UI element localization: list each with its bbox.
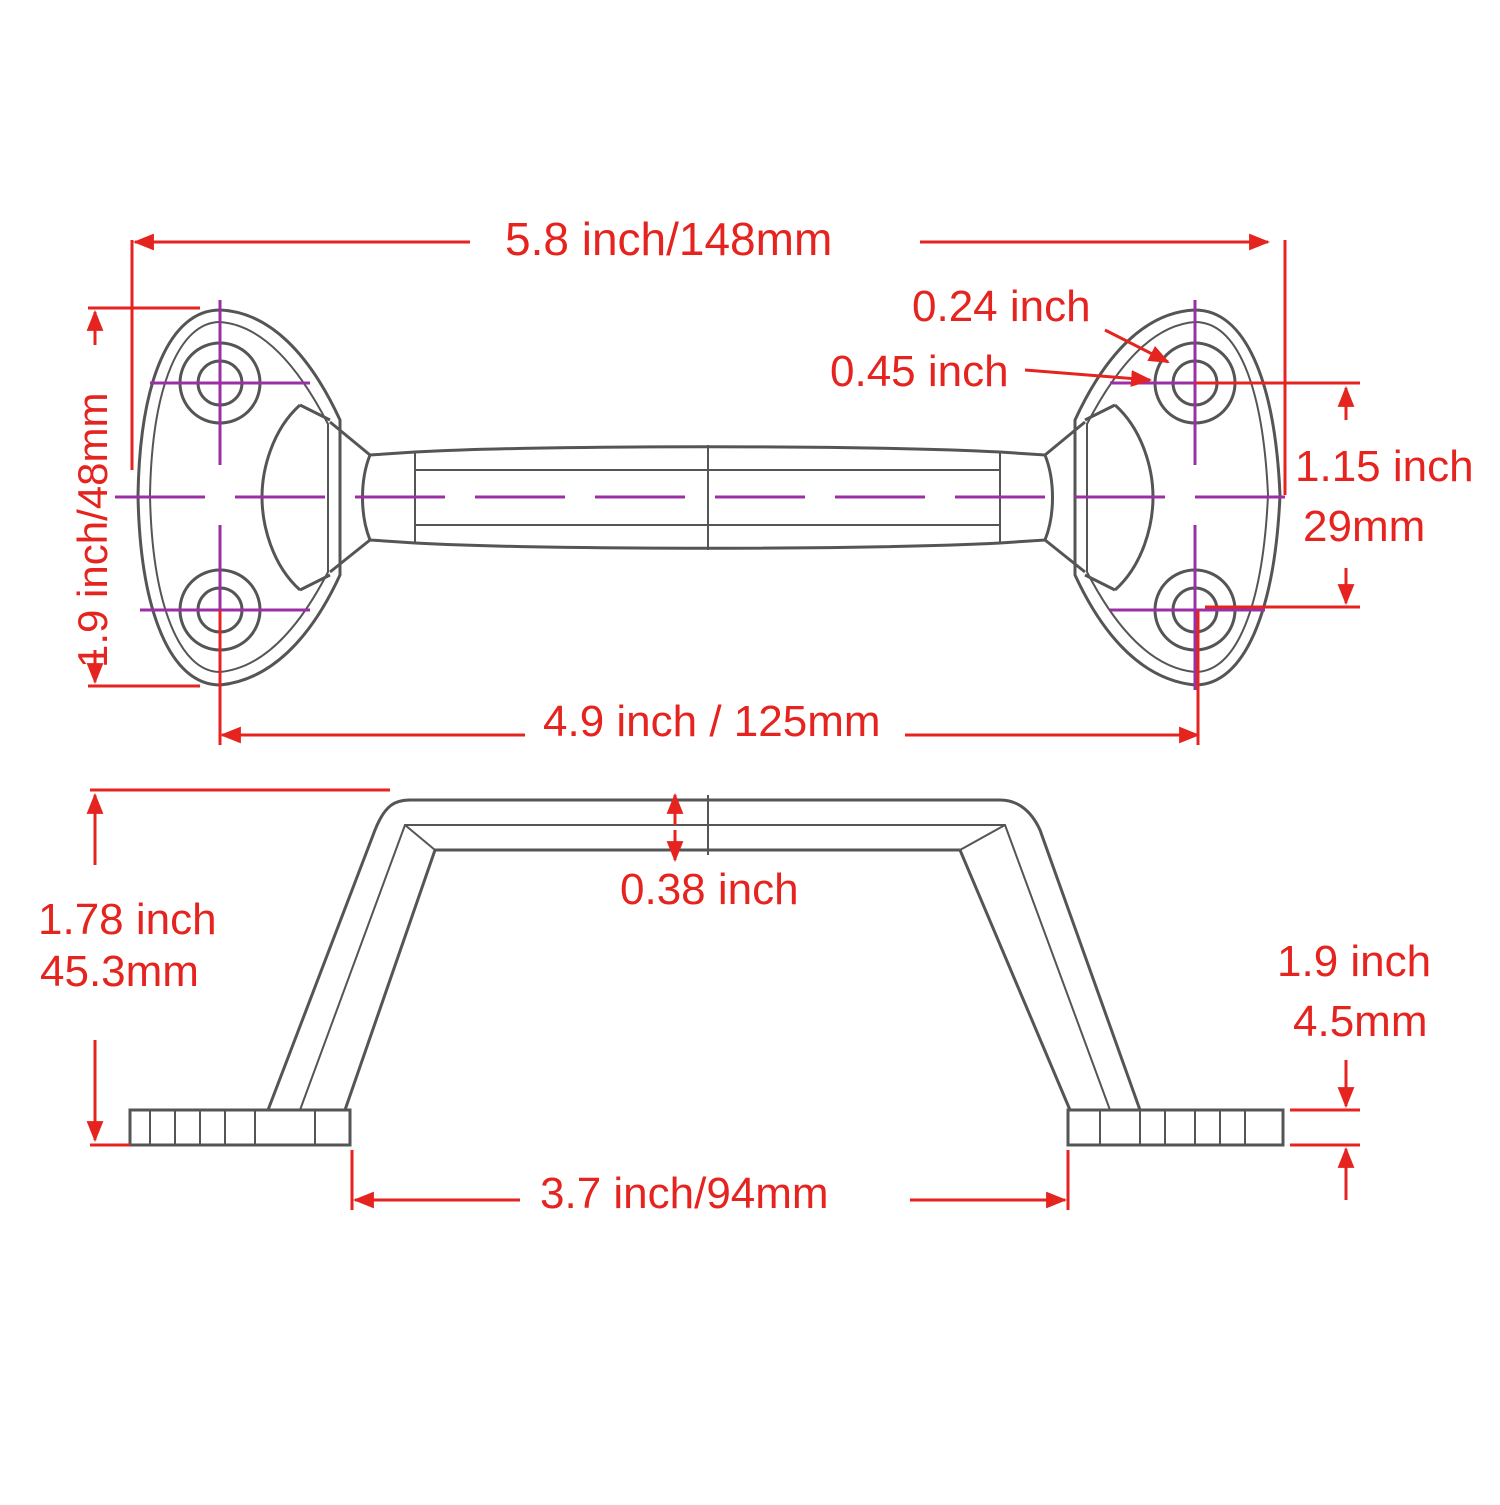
- hole-spacing-width-in-label: 1.15 inch: [1295, 442, 1474, 491]
- side-view: [128, 795, 1285, 1147]
- base-width-label: 1.9 inch/48mm: [69, 392, 116, 668]
- dimension-lines-top: [86, 233, 1360, 745]
- overall-length-label: 5.8 inch/148mm: [505, 213, 833, 265]
- hole-spacing-width-mm-label: 29mm: [1303, 502, 1426, 551]
- dimension-lines-side: [86, 788, 1360, 1210]
- hole-spacing-length-label: 4.9 inch / 125mm: [543, 697, 881, 746]
- grip-thickness-label: 0.38 inch: [620, 865, 799, 914]
- hole-outer-label: 0.45 inch: [830, 347, 1009, 396]
- base-thickness-in-label: 1.9 inch: [1277, 937, 1432, 986]
- inner-span-label: 3.7 inch/94mm: [540, 1169, 829, 1218]
- height-mm-label: 45.3mm: [40, 947, 199, 996]
- height-in-label: 1.78 inch: [38, 895, 217, 944]
- base-thickness-mm-label: 4.5mm: [1293, 997, 1428, 1046]
- hole-inner-label: 0.24 inch: [912, 282, 1091, 331]
